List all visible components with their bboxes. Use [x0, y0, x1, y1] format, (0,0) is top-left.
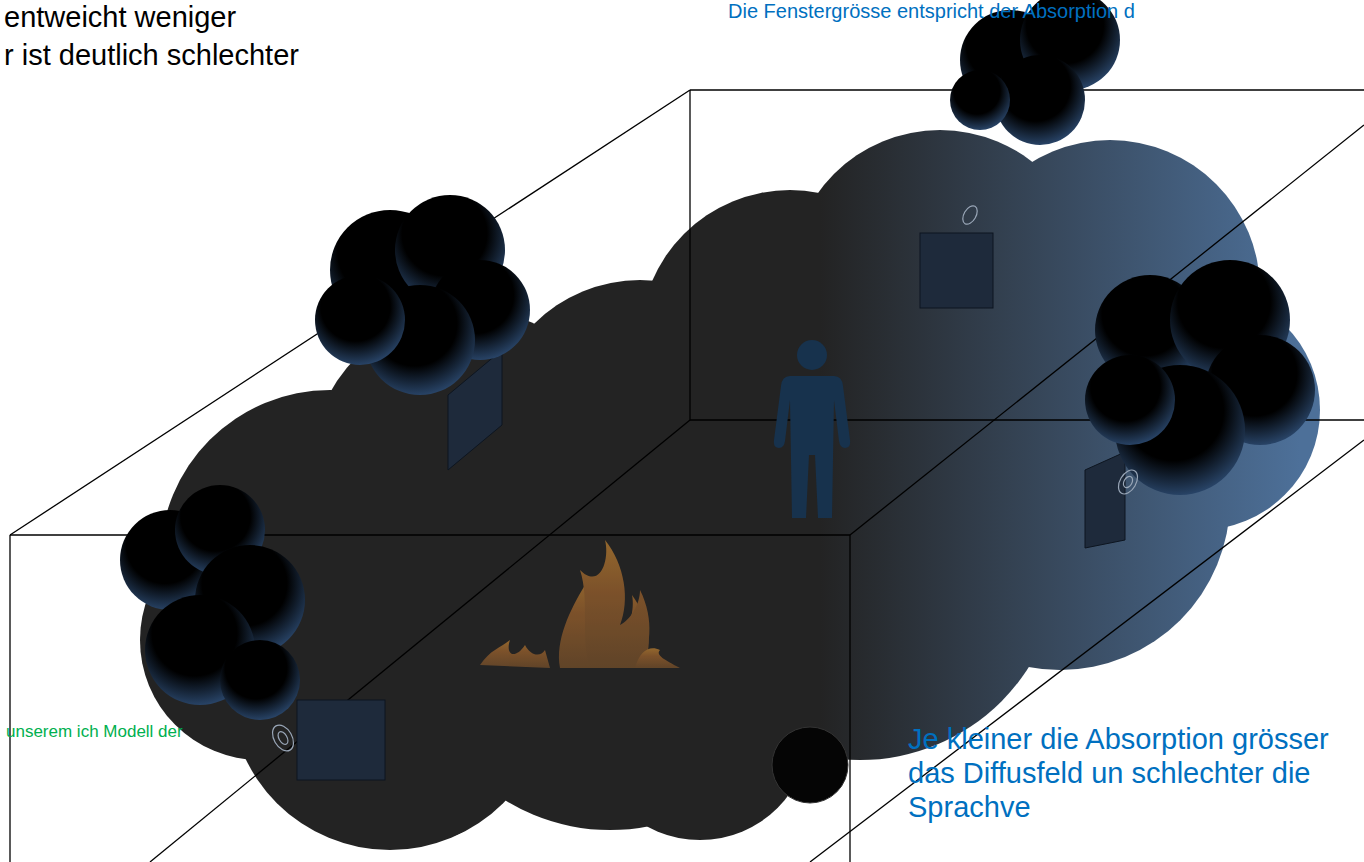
smoke-puff	[120, 0, 1315, 720]
speaker-symbol	[268, 203, 1141, 754]
room-box	[10, 90, 1364, 862]
person-icon	[774, 340, 850, 518]
smoke-puff	[772, 727, 848, 803]
note-text: entweicht weniger	[4, 0, 364, 34]
note-text: Je kleiner die Absorption grösser das Di…	[908, 722, 1348, 825]
note-text: r ist deutlich schlechter	[4, 38, 424, 72]
note-text: Die Fenstergrösse entspricht der Absorpt…	[728, 0, 1358, 24]
note-text: unserem ich Modell der	[6, 722, 266, 742]
fire-symbol	[480, 540, 680, 668]
window	[297, 233, 1125, 780]
